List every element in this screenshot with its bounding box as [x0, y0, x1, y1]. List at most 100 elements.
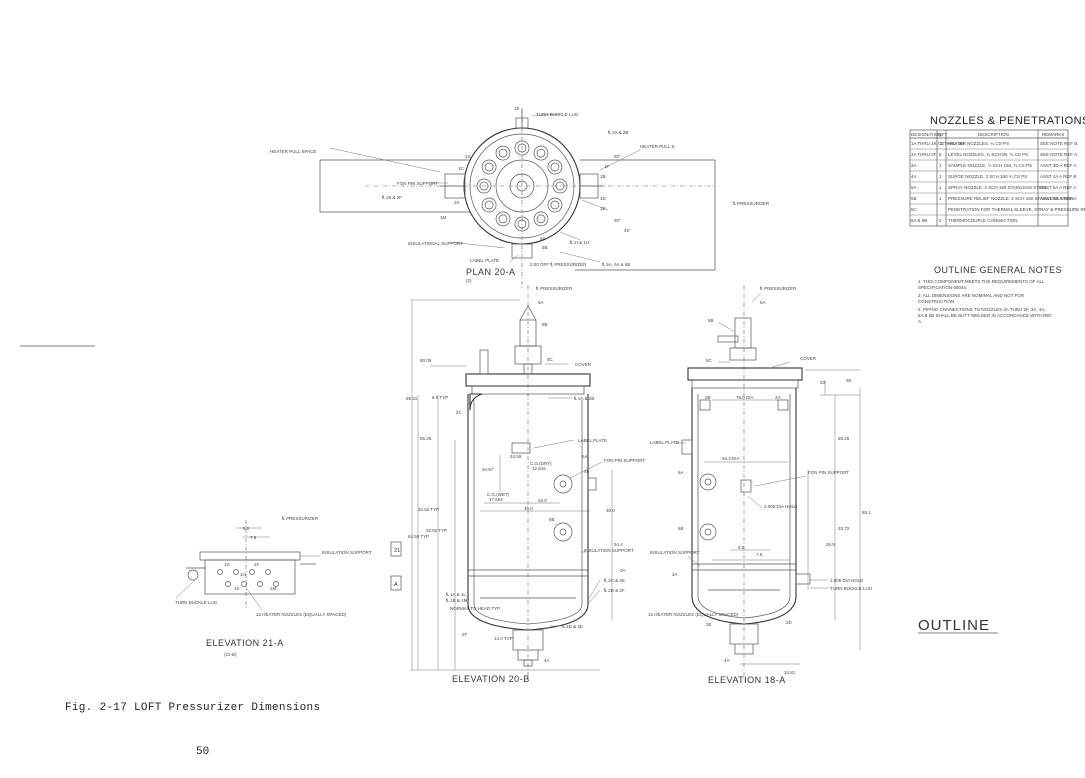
e21-heater-nozzle — [233, 569, 239, 575]
label-deg-30b: 30° — [614, 218, 621, 223]
plan-heater-nozzle — [481, 159, 497, 175]
table-cell: LEVEL NOZZLES, ¾ SCH 80, ¾ CS PS — [948, 152, 1028, 157]
plan-heater-nozzle-inner — [550, 162, 560, 172]
e20-n5c: 5C — [547, 357, 554, 362]
general-note-line: SPECIFICATION 00044. — [918, 285, 967, 290]
plan-title: PLAN 20-A — [466, 267, 516, 277]
table-cell: 1 — [939, 185, 942, 190]
table-cell: SPRAY NOZZLE, 2 SCH 160 STAINLESS STEEL — [948, 185, 1048, 190]
nozzle-table-title: NOZZLES & PENETRATIONS — [930, 115, 1085, 127]
e20-d-a: A — [394, 582, 398, 588]
table-cell: SAMPLE NOZZLE, ½ SCH 160, ¾ CS PS — [948, 162, 1032, 168]
e18-d-33: 33 — [820, 380, 826, 385]
table-cell: 4A — [911, 174, 917, 179]
table-cell: 2 — [939, 218, 942, 223]
e18-cover: COVER — [800, 356, 817, 361]
label-turn-buckle-lug: TURN BUCKLE LUG — [536, 112, 579, 117]
outline-title: OUTLINE — [918, 617, 990, 634]
label-cl-21: ℄ 2I & 1H — [569, 240, 589, 245]
e18-dia-780: 78.0 DIA — [736, 395, 754, 400]
e18-n5b: 5B — [708, 318, 714, 323]
e18-d-265: 26.5 — [826, 542, 835, 547]
plan-heater-nozzle-inner — [498, 148, 508, 158]
e18-turn-buckle-lug: TURN BUCKLE LUG — [830, 586, 873, 591]
e20-d-3457: 34.57 — [482, 467, 494, 472]
e20-cl-1b: ℄ 1B & 1M — [445, 598, 468, 603]
page-number: 50 — [196, 746, 210, 758]
e20-cl-2d2: ℄ 2D & 2E — [561, 624, 583, 629]
e20-d-6typ: 6.0 TYP — [432, 395, 448, 400]
e20-cover: COVER — [575, 362, 592, 367]
label-n5a: 5A — [540, 236, 546, 241]
plan-heater-nozzle — [514, 140, 530, 156]
table-cell: 1 — [939, 163, 942, 168]
e21-insulation-support: INSULATION SUPPORT — [322, 550, 372, 555]
e20-cg-dry: C.G.(DRY) — [530, 461, 552, 466]
plan-heater-nozzle-inner — [484, 162, 494, 172]
e20-n6b: 6B — [549, 517, 555, 522]
e18-n3a: 3A — [672, 572, 678, 577]
table-header-designation: DESIGNATION — [911, 132, 942, 137]
table-cell: ASST 5A A REF A — [1040, 185, 1076, 190]
general-notes-title: OUTLINE GENERAL NOTES — [934, 265, 1062, 275]
e20-label-plate: LABEL PLATE — [578, 438, 607, 443]
general-notes: OUTLINE GENERAL NOTES 1. THIS COMPONENT … — [918, 265, 1062, 324]
table-cell: 1A THRU 1K / 1 THRU 1M — [911, 141, 964, 146]
label-n1m: 1M — [440, 215, 447, 220]
table-header-qty: QTY — [938, 132, 947, 137]
table-cell: SEE NOTE REF A — [1040, 152, 1077, 157]
label-cl-26: ℄ 26 & 2F — [381, 195, 402, 200]
e20-cl-2a: ℄ 2A & 2B — [573, 396, 594, 401]
e20-normal-to-head: NORMAL TO HEAD TYP — [450, 606, 500, 611]
plan-sub: (2) — [466, 278, 472, 283]
table-cell: 6A & 6B — [911, 218, 927, 223]
e20-cl-2c: ℄ 2C & 2E — [603, 578, 625, 583]
plan-heater-nozzle-inner — [517, 143, 527, 153]
table-cell: SEE NOTE REF B — [1040, 141, 1077, 146]
e21-heater-nozzle — [257, 581, 263, 587]
e20-cl-pressurizer: ℄ PRESSURIZER — [535, 286, 573, 291]
plan-view: TURN BUCKLE LUG HEATER PULL SPACE HEATER… — [270, 106, 770, 290]
plan-heater-nozzle — [495, 145, 511, 161]
e18-d-2481: 24.81 — [784, 670, 796, 675]
general-note-line: CONSTRUCTION. — [918, 299, 956, 304]
e21-d-75: 7.5 — [250, 535, 257, 540]
e18-d-35: 35 — [846, 378, 852, 383]
e20-cl-2d: ℄ 2D & 2F — [603, 588, 625, 593]
table-cell: 1 — [939, 196, 942, 201]
label-fan-pin-support: FON PIN SUPPORT — [397, 181, 438, 186]
e21-heater-nozzle — [249, 569, 255, 575]
e20-d-140: 14.0 TYP — [494, 636, 513, 641]
table-cell: PRESSURE RELIEF NOZZLE, 2 SCH 160 STAINL… — [948, 196, 1075, 201]
e21-heater-nozzle — [273, 581, 279, 587]
e21-n1f: 1F — [254, 562, 260, 567]
label-n1b: 1B — [600, 174, 606, 179]
label-n1c: 1C — [458, 166, 465, 171]
label-label-plate: LABEL PLATE — [470, 258, 499, 263]
e18-dia-hole2: 1.005 DIA HOLE — [830, 578, 863, 583]
e21-heater-nozzle — [217, 569, 223, 575]
general-note-line: 5A & 5B SHALL BE BUTT WELDED IN ACCORDAN… — [918, 313, 1052, 318]
e20-n5b: 5B — [542, 322, 548, 327]
general-note-line: 1. THIS COMPONENT MEETS THE REQUIREMENTS… — [918, 279, 1045, 284]
e20-d-6450: 64.50 TYP — [408, 534, 429, 539]
elevation-20b-title: ELEVATION 20-B — [452, 674, 530, 684]
plan-heater-nozzle-inner — [517, 219, 527, 229]
table-cell: 12 — [939, 141, 945, 146]
e20-d-48: 48 — [584, 469, 590, 474]
label-n1f: 1F — [604, 164, 610, 169]
e20-fan-pin-support: FON PIN SUPPORT — [604, 458, 645, 463]
e18-d-75: 7.5 — [756, 552, 763, 557]
label-cl-24: ℄ 2A & 2B — [607, 130, 628, 135]
plan-heater-nozzle — [495, 211, 511, 227]
e18-n5c: 5C — [706, 358, 713, 363]
table-cell: HEATER NOZZLES, ¾ CS-PS — [948, 141, 1009, 146]
table-cell: SURGE NOZZLE, 3 SCH 160 ¾ CS PS — [948, 174, 1027, 179]
plan-nozzle-ring — [476, 140, 568, 232]
table-cell: ASST 5B A REF A — [1040, 196, 1076, 201]
e18-n6a: 6A — [678, 470, 684, 475]
label-deg-30a: 30° — [614, 154, 621, 159]
plan-heater-nozzle-inner — [484, 200, 494, 210]
e20-cg-wet: C.G.(WET) — [487, 492, 510, 497]
e18-label-plate: LABEL PLATE — [650, 440, 679, 445]
